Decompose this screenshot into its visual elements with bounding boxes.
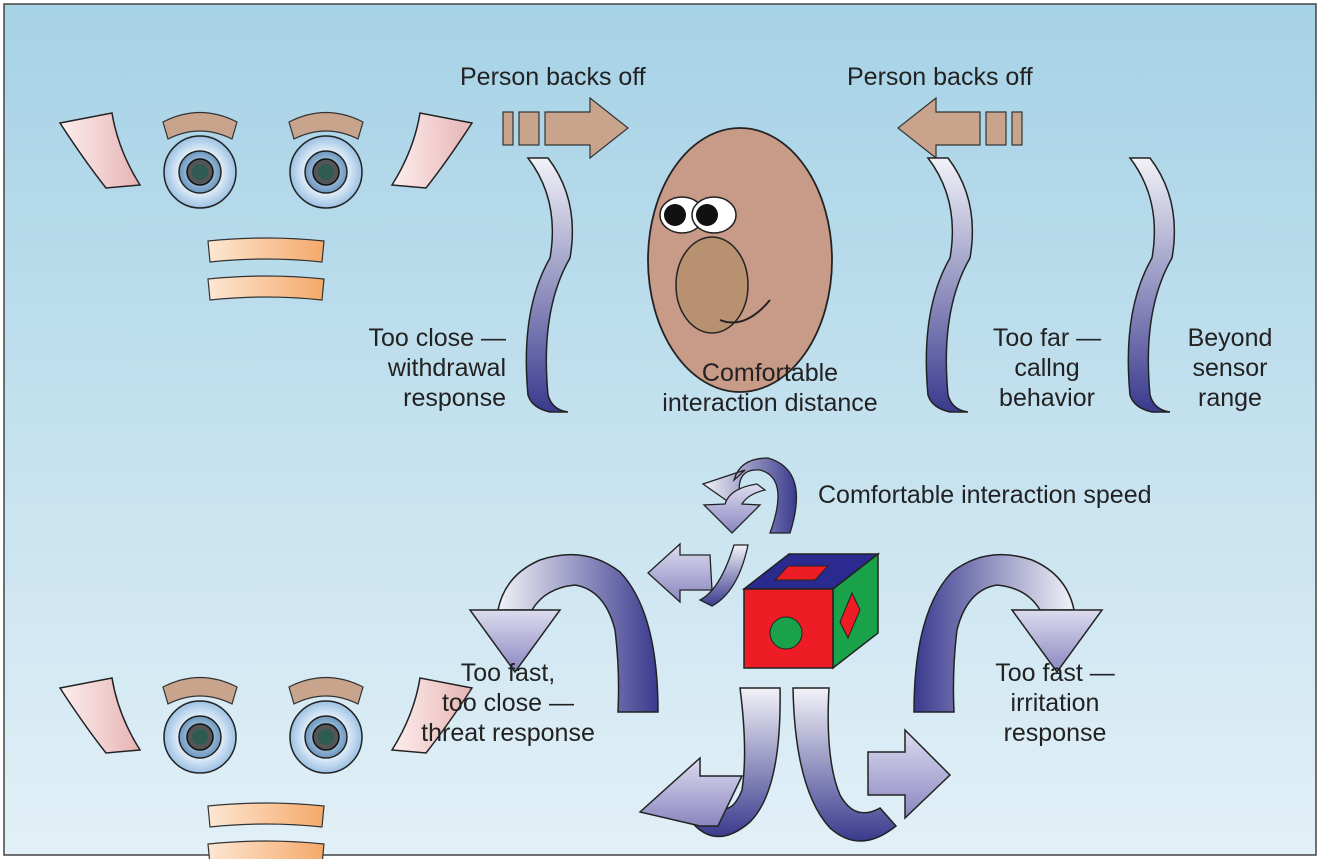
- label-line: Comfortable: [640, 358, 900, 388]
- label-backs-off-right: Person backs off: [847, 62, 1033, 92]
- label-line: Too close —: [330, 323, 506, 353]
- label-beyond-sensor: Beyond sensor range: [1170, 323, 1290, 413]
- label-backs-off-left: Person backs off: [460, 62, 646, 92]
- label-line: threat response: [408, 718, 608, 748]
- label-too-fast-close: Too fast, too close — threat response: [408, 658, 608, 748]
- mouth-bar-upper-icon: [208, 803, 324, 827]
- label-line: irritation: [975, 688, 1135, 718]
- mouth-bar-upper-icon: [208, 238, 324, 262]
- eye-right-icon: [290, 701, 362, 773]
- eye-left-icon: [164, 136, 236, 208]
- label-line: range: [1170, 383, 1290, 413]
- label-line: callng: [988, 353, 1106, 383]
- label-too-close: Too close — withdrawal response: [330, 323, 506, 413]
- label-line: Too fast,: [408, 658, 608, 688]
- label-line: Too fast —: [975, 658, 1135, 688]
- label-line: interaction distance: [640, 388, 900, 418]
- label-line: withdrawal: [330, 353, 506, 383]
- label-line: sensor: [1170, 353, 1290, 383]
- label-too-fast-irritation: Too fast — irritation response: [975, 658, 1135, 748]
- label-line: Too far —: [988, 323, 1106, 353]
- eye-left-icon: [164, 701, 236, 773]
- label-comfortable-speed: Comfortable interaction speed: [818, 480, 1152, 510]
- label-line: behavior: [988, 383, 1106, 413]
- label-line: Beyond: [1170, 323, 1290, 353]
- label-line: response: [975, 718, 1135, 748]
- label-line: too close —: [408, 688, 608, 718]
- mouth-bar-lower-icon: [208, 276, 324, 300]
- label-line: response: [330, 383, 506, 413]
- label-comfortable-distance: Comfortable interaction distance: [640, 358, 900, 418]
- label-too-far: Too far — callng behavior: [988, 323, 1106, 413]
- mouth-bar-lower-icon: [208, 841, 324, 859]
- person-head-icon: [648, 128, 832, 392]
- eye-right-icon: [290, 136, 362, 208]
